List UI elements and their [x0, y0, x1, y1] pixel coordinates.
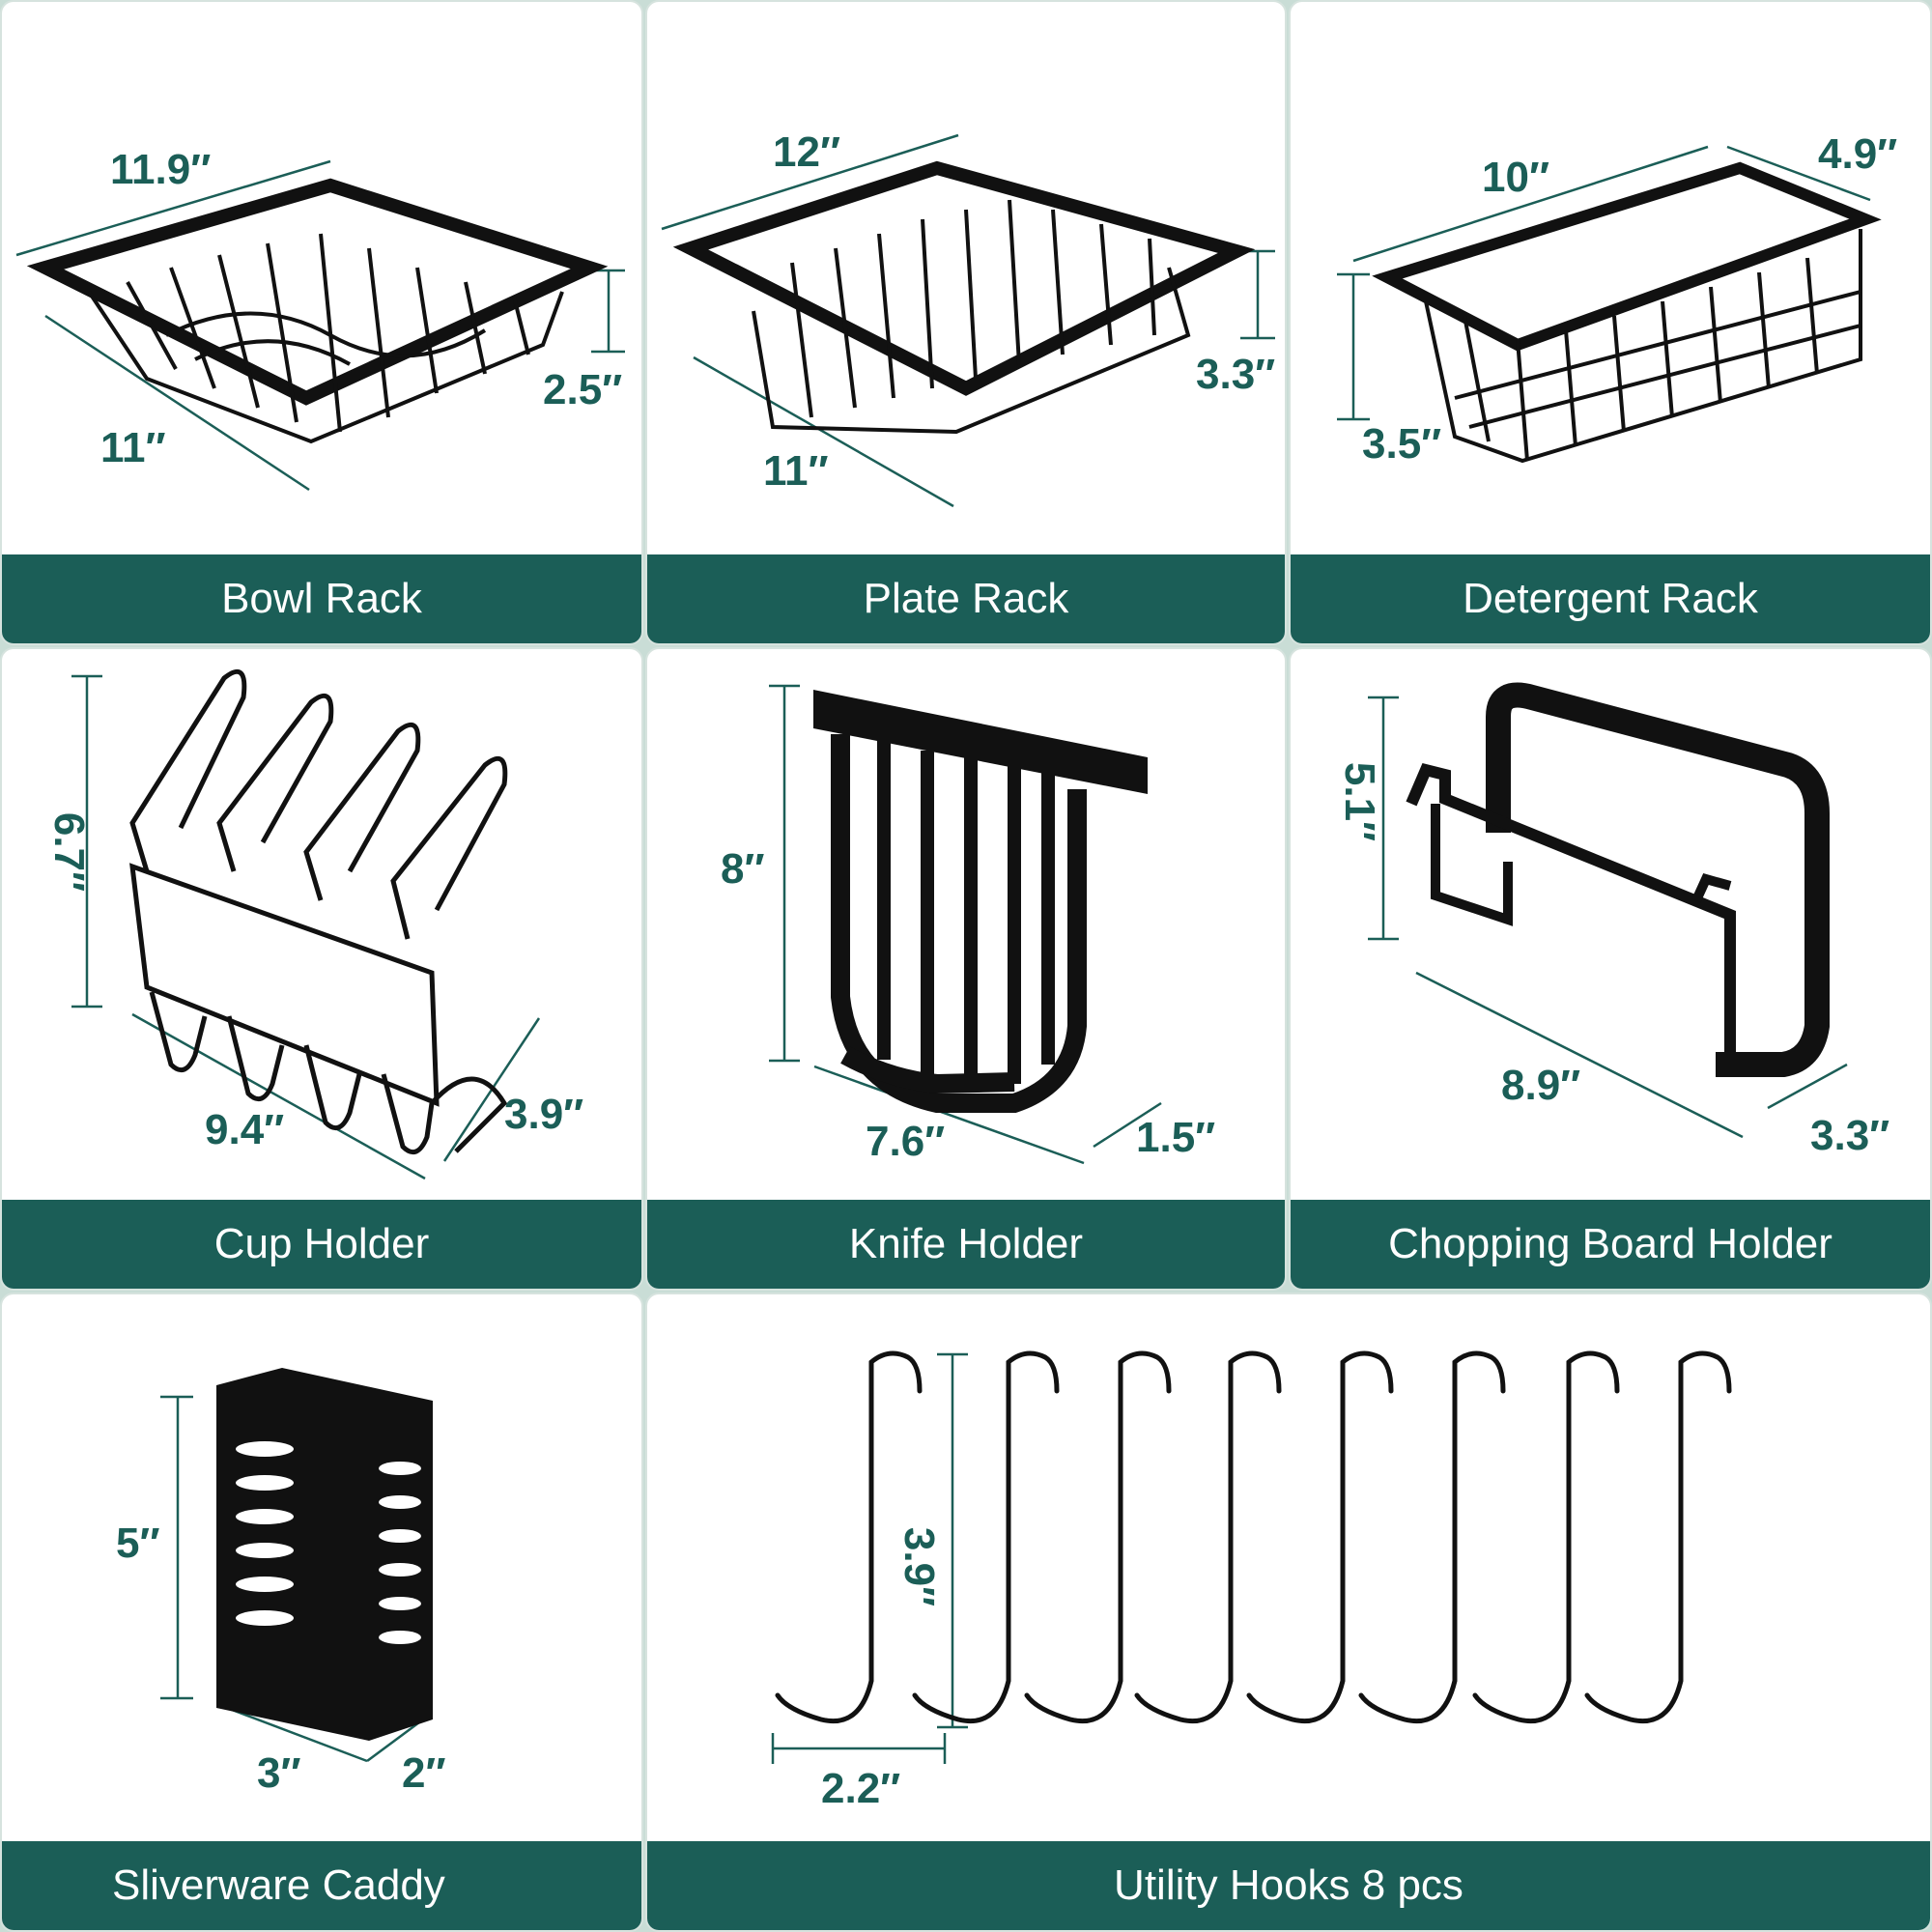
panel-bowl-rack: 11.9″ 11″ 2.5″ Bowl Rack — [0, 0, 643, 645]
bowl-rack-image — [15, 159, 625, 492]
panel-plate-rack: 12″ 11″ 3.3″ Plate Rack — [645, 0, 1287, 645]
plate-rack-width-dim: 12″ — [773, 128, 841, 176]
bowl-rack-label: Bowl Rack — [221, 575, 422, 622]
bowl-rack-label-band: Bowl Rack — [2, 554, 641, 643]
bowl-rack-width-dim: 11.9″ — [110, 146, 212, 193]
chopping-board-holder-image — [1368, 682, 1848, 1139]
knife-holder-height-dim: 8″ — [721, 845, 765, 893]
detergent-rack-height-dim: 3.5″ — [1362, 420, 1442, 468]
hook-icon-2 — [912, 1350, 1060, 1724]
knife-holder-image — [769, 684, 1162, 1165]
panel-chopping-board-holder: 5.1″ 8.9″ 3.3″ Chopping Board Holder — [1289, 647, 1932, 1291]
panel-utility-hooks: 3.9″ 2.2″ Utility Hooks 8 pcs — [645, 1293, 1932, 1932]
bowl-rack-depth-dim: 11″ — [100, 424, 166, 471]
sliverware-caddy-label: Sliverware Caddy — [112, 1861, 445, 1909]
chopping-board-holder-depth-dim: 3.3″ — [1810, 1112, 1890, 1159]
utility-hooks-height-dim: 3.9″ — [895, 1526, 944, 1607]
chopping-board-holder-label-band: Chopping Board Holder — [1291, 1200, 1930, 1289]
plate-rack-depth-dim: 11″ — [763, 447, 829, 495]
plate-rack-label: Plate Rack — [863, 575, 1069, 622]
chopping-board-holder-width-dim: 8.9″ — [1501, 1062, 1581, 1109]
cup-holder-image — [71, 668, 541, 1180]
cup-holder-width-dim: 9.4″ — [205, 1106, 285, 1153]
cup-holder-height-dim: 6.7″ — [45, 811, 94, 893]
plate-rack-image — [661, 133, 1275, 508]
hook-icon-3 — [1024, 1350, 1172, 1724]
sliverware-caddy-depth-dim: 2″ — [402, 1749, 446, 1797]
knife-holder-depth-dim: 1.5″ — [1136, 1114, 1216, 1161]
detergent-rack-image — [1337, 145, 1882, 464]
utility-hooks-image — [771, 1352, 968, 1764]
chopping-board-holder-label: Chopping Board Holder — [1388, 1220, 1833, 1267]
bowl-rack-height-dim: 2.5″ — [543, 366, 623, 413]
plate-rack-label-band: Plate Rack — [647, 554, 1285, 643]
utility-hooks-label: Utility Hooks 8 pcs — [1114, 1861, 1463, 1909]
hook-icon-7 — [1472, 1350, 1620, 1724]
utility-hooks-width-dim: 2.2″ — [821, 1765, 901, 1812]
panel-knife-holder: 8″ 7.6″ 1.5″ Knife Holder — [645, 647, 1287, 1291]
plate-rack-height-dim: 3.3″ — [1196, 351, 1276, 398]
sliverware-caddy-label-band: Sliverware Caddy — [2, 1841, 641, 1930]
detergent-rack-label: Detergent Rack — [1463, 575, 1758, 622]
panel-cup-holder: 6.7″ 9.4″ 3.9″ Cup Holder — [0, 647, 643, 1291]
cup-holder-depth-dim: 3.9″ — [504, 1091, 584, 1138]
knife-holder-label: Knife Holder — [848, 1220, 1084, 1267]
hook-icon-5 — [1246, 1350, 1394, 1724]
hook-icons — [775, 1350, 1732, 1724]
panel-detergent-rack: 10″ 4.9″ 3.5″ Detergent Rack — [1289, 0, 1932, 645]
panel-sliverware-caddy: 5″ 3″ 2″ Sliverware Caddy — [0, 1293, 643, 1932]
knife-holder-label-band: Knife Holder — [647, 1200, 1285, 1289]
chopping-board-holder-height-dim: 5.1″ — [1336, 761, 1384, 842]
hook-icon-4 — [1134, 1350, 1282, 1724]
utility-hooks-label-band: Utility Hooks 8 pcs — [647, 1841, 1930, 1930]
hook-icon-1 — [775, 1350, 923, 1724]
knife-holder-width-dim: 7.6″ — [866, 1118, 946, 1165]
hook-icon-6 — [1358, 1350, 1506, 1724]
sliverware-caddy-height-dim: 5″ — [116, 1520, 160, 1567]
sliverware-caddy-width-dim: 3″ — [257, 1749, 301, 1797]
detergent-rack-label-band: Detergent Rack — [1291, 554, 1930, 643]
detergent-rack-length-dim: 10″ — [1482, 154, 1550, 201]
cup-holder-label: Cup Holder — [213, 1220, 430, 1267]
cup-holder-label-band: Cup Holder — [2, 1200, 641, 1289]
hook-icon-8 — [1584, 1350, 1732, 1724]
sliverware-caddy-image — [160, 1368, 433, 1763]
detergent-rack-width-dim: 4.9″ — [1818, 130, 1898, 178]
